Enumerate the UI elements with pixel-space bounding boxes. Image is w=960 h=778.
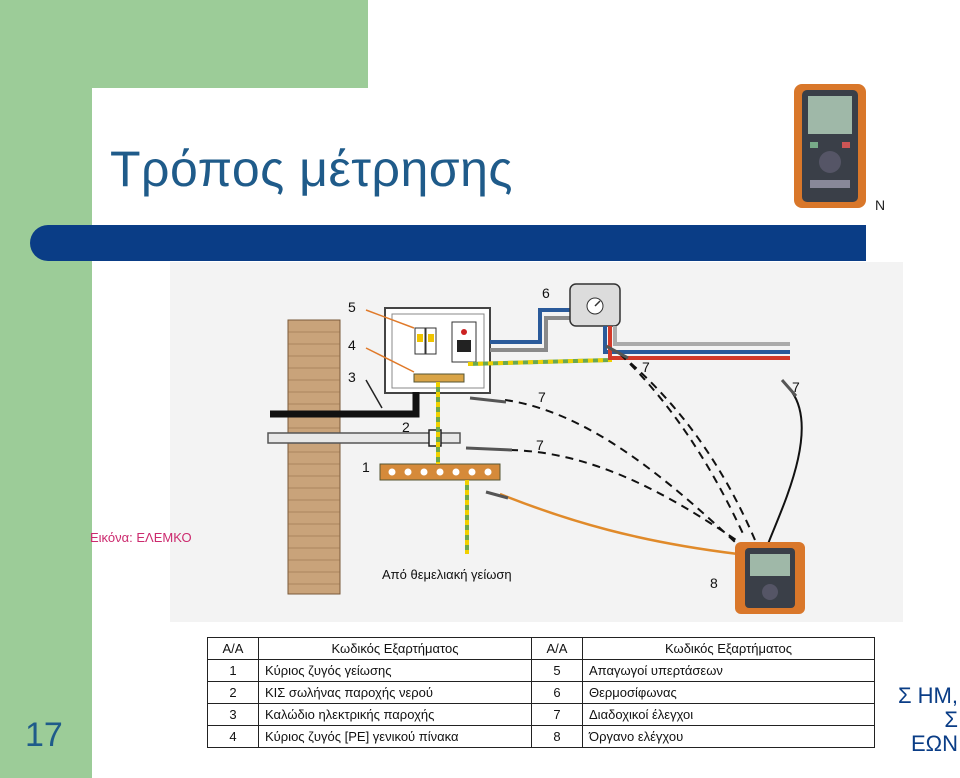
table-row: 3 Καλώδιο ηλεκτρικής παροχής 7 Διαδοχικο… xyxy=(207,703,875,726)
cut-off-text: ΕΩΝ xyxy=(910,731,958,756)
earthing-diagram: 5 4 3 2 1 6 7 7 7 7 8 Από θεμελιακή γείω… xyxy=(267,283,805,614)
title-underline-bar xyxy=(30,225,866,261)
cut-off-text: Σ xyxy=(944,707,958,732)
table-row: 1 Κύριος ζυγός γείωσης 5 Απαγωγοί υπερτά… xyxy=(207,659,875,682)
header-aa: Α/Α xyxy=(531,637,583,660)
label-7: 7 xyxy=(536,437,544,453)
water-pipe xyxy=(267,432,461,444)
label-7: 7 xyxy=(538,389,546,405)
distribution-panel xyxy=(384,307,491,394)
label-8: 8 xyxy=(710,575,718,591)
cut-off-text: Σ ΗΜ, xyxy=(897,683,958,708)
foundation-label: Από θεμελιακή γείωση xyxy=(382,567,512,582)
image-credit: Εικόνα: ΕΛΕΜΚΟ xyxy=(90,530,192,545)
header-code: Κωδικός Εξαρτήματος xyxy=(582,637,875,660)
label-3: 3 xyxy=(348,369,356,385)
header-aa: Α/Α xyxy=(207,637,259,660)
table-row: 4 Κύριος ζυγός [ΡΕ] γενικού πίνακα 8 Όργ… xyxy=(207,725,875,748)
header-code: Κωδικός Εξαρτήματος xyxy=(258,637,532,660)
label-6: 6 xyxy=(542,285,550,301)
supply-cable xyxy=(270,392,420,418)
legend-table: Α/Α Κωδικός Εξαρτήματος Α/Α Κωδικός Εξαρ… xyxy=(207,637,875,748)
test-instrument xyxy=(735,542,805,614)
label-7: 7 xyxy=(642,359,650,375)
table-header-row: Α/Α Κωδικός Εξαρτήματος Α/Α Κωδικός Εξαρ… xyxy=(207,637,875,660)
brick-wall xyxy=(287,319,341,595)
green-top-band xyxy=(0,0,368,88)
label-7: 7 xyxy=(792,379,800,395)
label-5: 5 xyxy=(348,299,356,315)
device-mark: Ν xyxy=(875,197,886,213)
label-1: 1 xyxy=(362,459,370,475)
probes xyxy=(465,344,798,500)
meter-device-icon xyxy=(794,84,866,208)
water-heater xyxy=(569,283,621,327)
slide-number: 17 xyxy=(25,716,63,754)
slide-title: Τρόπος μέτρησης xyxy=(110,141,514,197)
label-2: 2 xyxy=(402,419,410,435)
test-leads xyxy=(504,353,756,545)
label-4: 4 xyxy=(348,337,356,353)
main-earth-bar xyxy=(379,463,501,481)
green-side-band xyxy=(0,0,92,778)
table-row: 2 ΚΙΣ σωλήνας παροχής νερού 6 Θερμοσίφων… xyxy=(207,681,875,704)
